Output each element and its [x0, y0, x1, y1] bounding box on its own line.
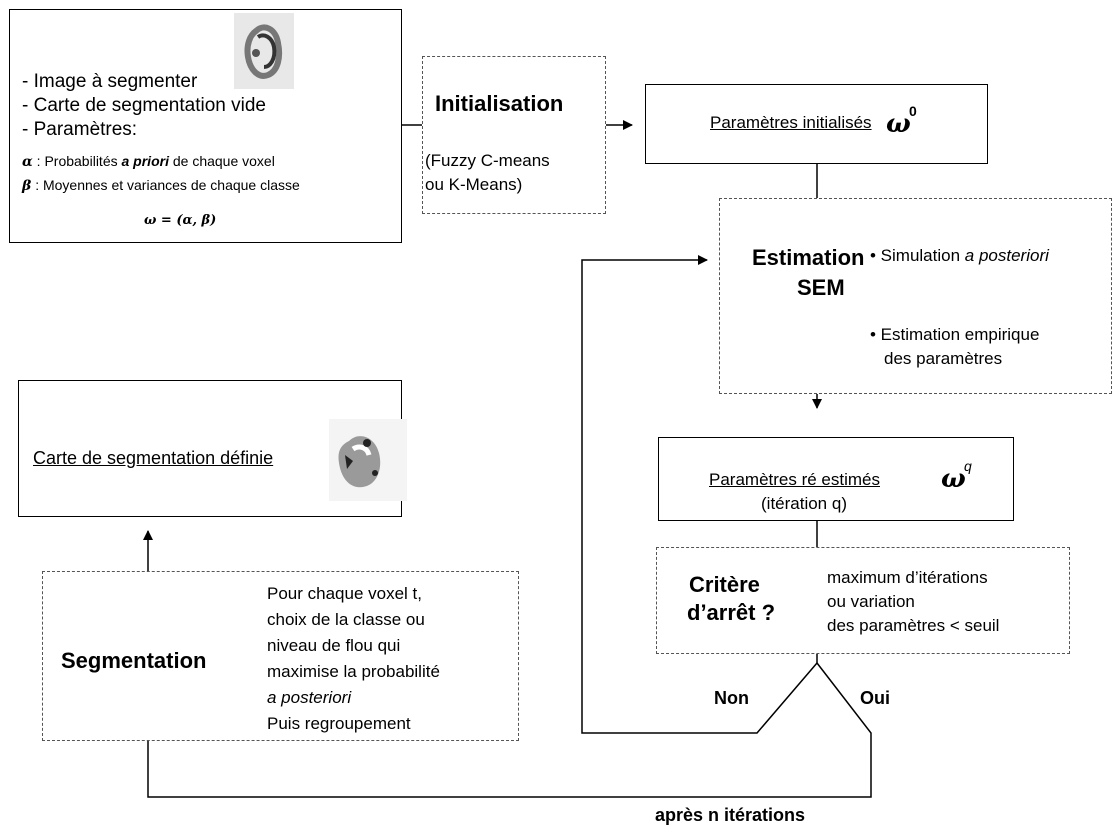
- input-line-map: - Carte de segmentation vide: [22, 95, 266, 116]
- omega-q-superscript: q: [964, 458, 972, 474]
- init-params-box: Paramètres initialisés ω 0: [645, 84, 988, 164]
- omega-0-superscript: 0: [909, 103, 917, 119]
- alpha-text-post: de chaque voxel: [168, 153, 275, 169]
- segmentation-line-2: choix de la classe ou: [267, 610, 425, 629]
- estimation-title-2: SEM: [797, 275, 845, 300]
- after-n-iterations-label: après n itérations: [655, 805, 806, 825]
- segmentation-line-3: niveau de flou qui: [267, 636, 401, 655]
- image-thumbnail: [234, 13, 294, 89]
- segmentation-title: Segmentation: [61, 648, 207, 673]
- branch-oui-label: Oui: [860, 688, 890, 708]
- segmentation-line-6: Puis regroupement: [267, 714, 411, 733]
- segmented-thumbnail: [329, 419, 407, 501]
- stop-title-1: Critère: [689, 572, 760, 597]
- reestimated-label: Paramètres ré estimés: [709, 470, 880, 489]
- stop-condition-3: des paramètres < seuil: [827, 616, 1000, 635]
- input-box: - Image à segmenter - Carte de segmentat…: [9, 9, 402, 243]
- input-line-image: - Image à segmenter: [22, 71, 198, 92]
- estimation-bullet-1: • Simulation a posteriori: [870, 246, 1049, 265]
- stop-title-2: d’arrêt ?: [687, 600, 776, 625]
- beta-row: β : Moyennes et variances de chaque clas…: [22, 176, 300, 195]
- segmented-blob-image: [338, 436, 381, 488]
- beta-text: : Moyennes et variances de chaque classe: [35, 177, 300, 193]
- input-line-params: - Paramètres:: [22, 119, 138, 140]
- loop-non-branch: [581, 255, 818, 734]
- init-params-label: Paramètres initialisés: [710, 113, 872, 132]
- reestimated-box: Paramètres ré estimés ω q (itération q): [658, 437, 1014, 521]
- estimation-title-1: Estimation: [752, 245, 865, 271]
- final-map-label: Carte de segmentation définie: [33, 448, 274, 468]
- estimation-bullet-2-line-1: • Estimation empirique: [870, 325, 1040, 344]
- alpha-text-em: a priori: [121, 153, 169, 169]
- beta-symbol: β: [22, 178, 32, 194]
- omega-formula: ω = (α, β): [144, 213, 217, 228]
- omega-q-symbol: ω: [941, 464, 966, 494]
- initialisation-box: Initialisation (Fuzzy C-means ou K-Means…: [422, 56, 606, 214]
- segmentation-box: Segmentation Pour chaque voxel t, choix …: [42, 571, 519, 741]
- segmentation-line-4: maximise la probabilité: [267, 662, 440, 681]
- alpha-symbol: α: [22, 154, 33, 170]
- stop-criterion-box: Critère d’arrêt ? maximum d’itérations o…: [656, 547, 1070, 654]
- omega-0-symbol: ω: [886, 109, 911, 139]
- estimation-bullet-2-line-2: des paramètres: [884, 349, 1003, 368]
- initialisation-title: Initialisation: [435, 91, 564, 116]
- estimation-box: • Simulation a posteriori • Estimation e…: [719, 198, 1112, 394]
- initialisation-method-1: (Fuzzy C-means: [425, 151, 550, 170]
- initialisation-method-2: ou K-Means): [425, 175, 523, 194]
- alpha-text-pre: : Probabilités: [36, 153, 122, 169]
- reestimated-iteration: (itération q): [761, 494, 847, 513]
- segmentation-line-1: Pour chaque voxel t,: [267, 584, 422, 603]
- segmentation-line-5: a posteriori: [267, 688, 352, 707]
- branch-non-label: Non: [714, 688, 749, 708]
- stop-condition-1: maximum d’itérations: [827, 568, 988, 587]
- alpha-row: α : Probabilités a priori de chaque voxe…: [22, 152, 275, 171]
- final-map-box: Carte de segmentation définie: [18, 380, 407, 517]
- stop-condition-2: ou variation: [827, 592, 915, 611]
- blob-image: [244, 24, 283, 79]
